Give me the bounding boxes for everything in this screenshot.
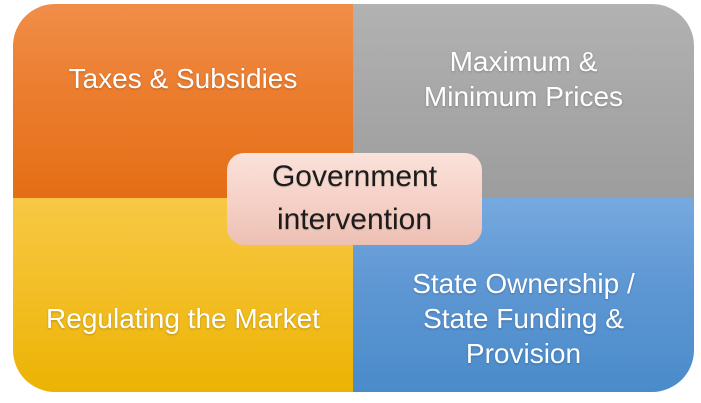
quadrant-label-regulating-market: Regulating the Market (46, 303, 320, 334)
center-label-box: Government intervention (227, 153, 482, 245)
quadrant-max-min-prices: Maximum & Minimum Prices (353, 4, 694, 198)
center-label: Government intervention (271, 160, 438, 236)
quadrant-label-taxes-subsidies: Taxes & Subsidies (68, 63, 298, 94)
quadrant-taxes-subsidies: Taxes & Subsidies (13, 4, 353, 198)
quadrant-label-state-ownership: State Ownership / State Funding & Provis… (412, 268, 635, 369)
quadrant-label-max-min-prices: Maximum & Minimum Prices (423, 45, 624, 112)
quadrant-matrix: Taxes & Subsidies Maximum & Minimum Pric… (13, 4, 694, 392)
